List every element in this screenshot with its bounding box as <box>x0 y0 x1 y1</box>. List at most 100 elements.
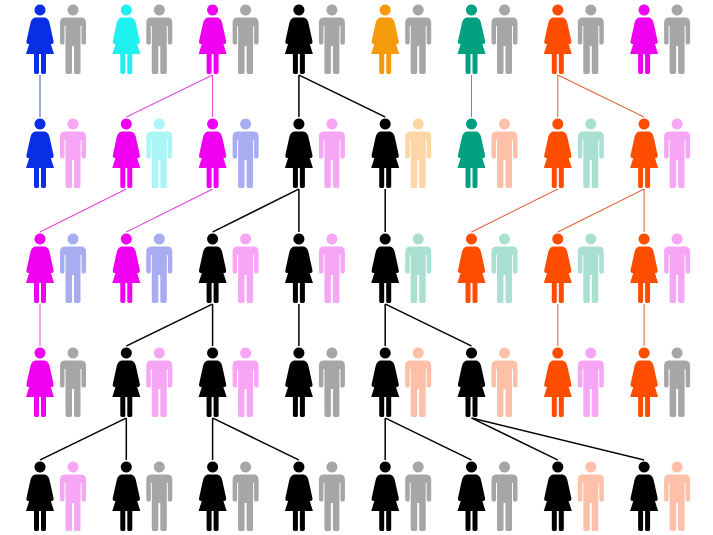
couple <box>112 4 173 74</box>
female-figure-icon <box>26 4 54 74</box>
female-figure-icon <box>112 233 141 303</box>
male-figure-icon <box>491 347 518 417</box>
female-figure-icon <box>630 461 659 531</box>
female-figure-icon <box>112 347 141 417</box>
lineage-link <box>126 188 213 233</box>
couple <box>198 4 259 74</box>
couple <box>198 118 259 188</box>
lineage-link <box>471 417 645 461</box>
male-figure-icon <box>318 118 345 188</box>
couple <box>284 4 345 74</box>
female-figure-icon <box>112 4 141 74</box>
female-figure-icon <box>457 118 486 188</box>
male-figure-icon <box>577 347 604 417</box>
female-figure-icon <box>112 118 141 188</box>
female-figure-icon <box>457 461 486 531</box>
female-figure-icon <box>630 118 659 188</box>
male-figure-icon <box>60 461 86 531</box>
female-figure-icon <box>457 4 486 74</box>
couple <box>457 118 518 188</box>
lineage-link <box>557 188 645 233</box>
male-figure-icon <box>232 347 259 417</box>
couple <box>112 118 173 188</box>
male-figure-icon <box>60 233 86 303</box>
female-figure-icon <box>284 347 313 417</box>
female-figure-icon <box>26 233 54 303</box>
male-figure-icon <box>405 233 432 303</box>
male-figure-icon <box>405 347 432 417</box>
female-figure-icon <box>198 4 227 74</box>
couple <box>630 118 691 188</box>
female-figure-icon <box>543 4 572 74</box>
couple <box>543 347 604 417</box>
male-figure-icon <box>405 4 432 74</box>
male-figure-icon <box>491 233 518 303</box>
couple <box>198 461 259 531</box>
lineage-link <box>471 417 559 461</box>
lineage-links <box>39 74 645 461</box>
female-figure-icon <box>371 118 400 188</box>
lineage-link <box>212 417 300 461</box>
female-figure-icon <box>112 461 141 531</box>
male-figure-icon <box>664 4 691 74</box>
male-figure-icon <box>577 4 604 74</box>
couple <box>371 118 432 188</box>
female-figure-icon <box>198 461 227 531</box>
lineage-link <box>557 74 645 118</box>
couple <box>284 233 345 303</box>
female-figure-icon <box>26 118 54 188</box>
female-figure-icon <box>543 461 572 531</box>
male-figure-icon <box>232 118 259 188</box>
couple <box>26 347 86 417</box>
male-figure-icon <box>664 461 691 531</box>
male-figure-icon <box>664 233 691 303</box>
female-figure-icon <box>284 4 313 74</box>
male-figure-icon <box>60 118 86 188</box>
male-figure-icon <box>491 461 518 531</box>
lineage-link <box>384 303 472 347</box>
lineage-link <box>298 74 386 118</box>
couple <box>112 233 173 303</box>
male-figure-icon <box>146 461 173 531</box>
female-figure-icon <box>26 347 54 417</box>
male-figure-icon <box>232 4 259 74</box>
couple <box>284 118 345 188</box>
couple <box>198 347 259 417</box>
female-figure-icon <box>284 461 313 531</box>
couple <box>284 461 345 531</box>
female-figure-icon <box>284 233 313 303</box>
male-figure-icon <box>318 461 345 531</box>
male-figure-icon <box>318 233 345 303</box>
female-figure-icon <box>630 347 659 417</box>
couple <box>457 233 518 303</box>
female-figure-icon <box>198 347 227 417</box>
female-figure-icon <box>630 4 659 74</box>
male-figure-icon <box>577 233 604 303</box>
couple <box>26 461 86 531</box>
male-figure-icon <box>664 118 691 188</box>
male-figure-icon <box>491 118 518 188</box>
female-figure-icon <box>284 118 313 188</box>
female-figure-icon <box>543 347 572 417</box>
couple <box>630 347 691 417</box>
couple <box>457 347 518 417</box>
female-figure-icon <box>198 118 227 188</box>
male-figure-icon <box>146 233 173 303</box>
male-figure-icon <box>664 347 691 417</box>
couple <box>371 347 432 417</box>
female-figure-icon <box>543 118 572 188</box>
couple <box>457 461 518 531</box>
lineage-link <box>125 303 213 347</box>
couple <box>457 4 518 74</box>
couple <box>26 118 86 188</box>
lineage-link <box>39 417 127 461</box>
female-figure-icon <box>630 233 659 303</box>
female-figure-icon <box>371 347 400 417</box>
lineage-link <box>126 74 213 118</box>
couple <box>543 4 604 74</box>
male-figure-icon <box>577 461 604 531</box>
couple <box>26 4 86 74</box>
couple <box>630 4 691 74</box>
lineage-link <box>471 188 559 233</box>
